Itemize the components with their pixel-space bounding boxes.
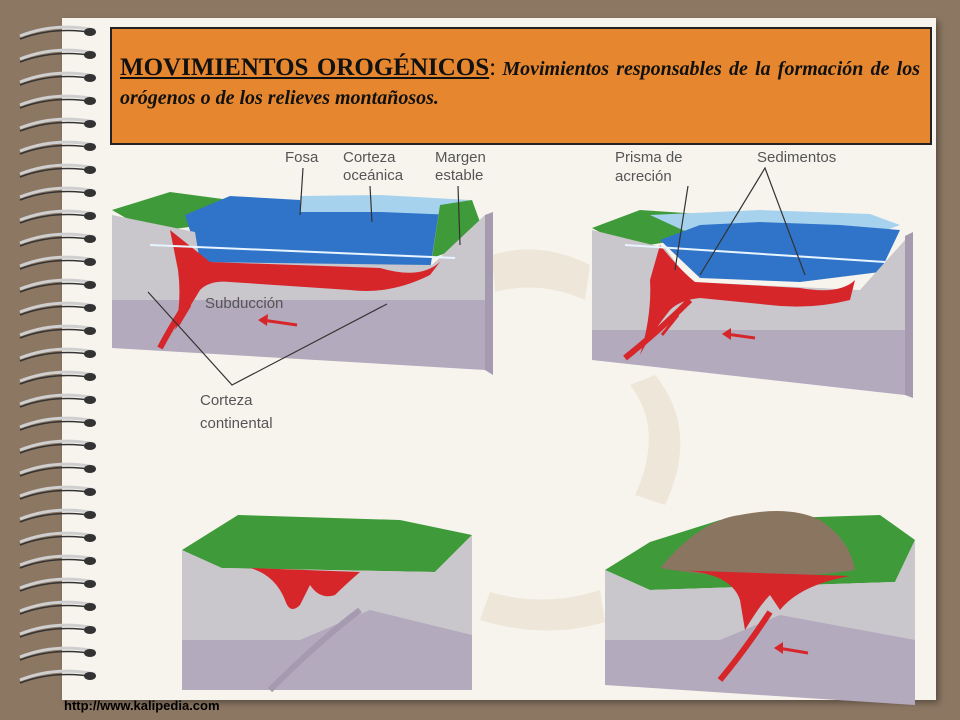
spiral-hole	[84, 212, 96, 220]
spiral-hole	[84, 373, 96, 381]
page-subtitle: Movimientos responsables de la formación…	[120, 58, 920, 109]
block4-slab	[717, 610, 773, 682]
spiral-hole	[84, 28, 96, 36]
label-margen-estable-1: Margen	[435, 149, 486, 166]
block1-labels: Fosa Corteza oceánica Margen estable Sub…	[200, 149, 486, 432]
block3-top-land	[182, 515, 472, 572]
label-fosa: Fosa	[285, 149, 319, 166]
spiral-hole	[84, 235, 96, 243]
block1-top-ocean-light	[300, 195, 470, 215]
spiral-hole	[84, 649, 96, 657]
block2-waterline	[624, 244, 886, 263]
spiral-hole	[84, 143, 96, 151]
spiral-hole	[84, 442, 96, 450]
block4-arrow-left-head	[774, 642, 783, 654]
spiral-hole	[84, 166, 96, 174]
block1-leader-lines	[147, 167, 461, 386]
spiral-hole	[84, 304, 96, 312]
spiral-hole	[84, 603, 96, 611]
spiral-hole	[84, 396, 96, 404]
spiral-hole	[84, 258, 96, 266]
spiral-hole	[84, 74, 96, 82]
block2-leader-lines	[674, 166, 806, 276]
block-accretion-prism	[592, 210, 913, 398]
block2-arrow-down	[660, 314, 680, 336]
spiral-hole	[84, 51, 96, 59]
block2-magma	[640, 245, 855, 355]
spiral-hole	[84, 327, 96, 335]
spiral-hole	[84, 488, 96, 496]
block2-arrow-left-head	[722, 328, 731, 340]
spiral-hole	[84, 580, 96, 588]
spiral-hole	[84, 511, 96, 519]
spiral-hole	[84, 281, 96, 289]
spiral-hole	[84, 557, 96, 565]
label-margen-estable-2: estable	[435, 167, 483, 184]
block3-front-lower	[182, 610, 472, 690]
block1-side	[485, 212, 493, 375]
block2-side	[905, 232, 913, 398]
label-prisma-acrecion-2: acreción	[615, 168, 672, 185]
block-collision-early	[182, 515, 472, 693]
block3-fault	[267, 607, 362, 693]
block2-slab	[623, 297, 693, 361]
spiral-hole	[84, 350, 96, 358]
label-corteza-oceanica-2: oceánica	[343, 167, 404, 184]
spiral-hole	[84, 120, 96, 128]
cycle-arrow-right	[630, 375, 681, 505]
block4-front-lower	[605, 615, 915, 705]
label-subduccion: Subducción	[205, 295, 283, 312]
cycle-arrow-bottom	[480, 590, 605, 631]
title-separator: :	[489, 54, 497, 81]
block1-front-lower	[112, 300, 485, 370]
block3-magma	[250, 568, 360, 609]
block2-front-lower	[592, 330, 905, 395]
label-corteza-continental-2: continental	[200, 415, 273, 432]
block2-labels: Prisma de acreción Sedimentos	[615, 149, 836, 185]
label-corteza-oceanica-1: Corteza	[343, 149, 396, 166]
block4-magma	[670, 570, 850, 630]
block-mountain-range	[605, 511, 915, 705]
block1-arrow-left	[261, 318, 298, 327]
block4-mountains	[660, 511, 855, 578]
cycle-arrow-top	[492, 249, 590, 300]
block2-top-ocean	[660, 222, 900, 282]
block1-magma	[170, 230, 440, 330]
block1-top-land-right	[432, 200, 480, 258]
spiral-hole	[84, 534, 96, 542]
block1-subducting-slab	[157, 276, 208, 350]
label-sedimentos: Sedimentos	[757, 149, 836, 166]
spiral-hole	[84, 626, 96, 634]
block-ocean-subduction	[112, 192, 493, 375]
spiral-hole	[84, 672, 96, 680]
cycle-arrows	[480, 249, 681, 631]
spiral-binding	[19, 25, 96, 684]
title-box: MOVIMIENTOS OROGÉNICOS: Movimientos resp…	[110, 27, 932, 145]
spiral-hole	[84, 97, 96, 105]
block1-arrow-down	[176, 304, 192, 326]
source-url: http://www.kalipedia.com	[64, 698, 220, 713]
label-corteza-continental-1: Corteza	[200, 392, 253, 409]
block1-arrow-left-head	[258, 314, 268, 326]
spiral-hole	[84, 419, 96, 427]
label-prisma-acrecion-1: Prisma de	[615, 149, 683, 166]
spiral-hole	[84, 465, 96, 473]
block1-waterline	[149, 244, 456, 259]
spiral-hole	[84, 189, 96, 197]
page-title: MOVIMIENTOS OROGÉNICOS	[120, 54, 490, 81]
